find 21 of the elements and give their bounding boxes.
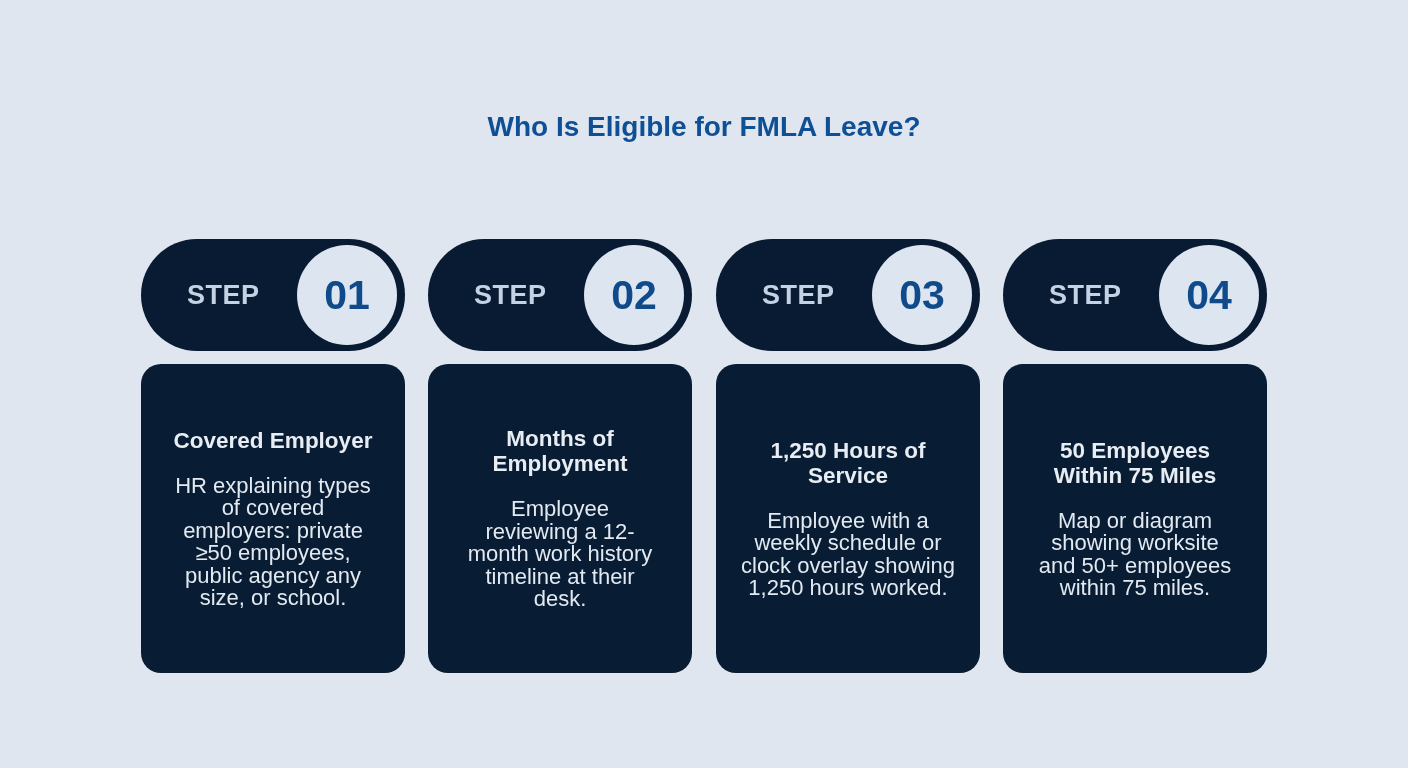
step-label: STEP xyxy=(187,279,260,312)
title: Who Is Eligible for FMLA Leave? xyxy=(487,110,921,144)
step-card xyxy=(141,364,405,673)
step-number: 03 xyxy=(872,245,972,345)
step-number: 04 xyxy=(1159,245,1259,345)
card-description: Employee reviewing a 12-month work history timeline at their desk. xyxy=(466,498,654,611)
step-label: STEP xyxy=(474,279,547,312)
step-label: STEP xyxy=(762,279,835,312)
step-card xyxy=(716,364,980,673)
card-heading: 50 Employees Within 75 Miles xyxy=(1052,437,1218,488)
card-heading: Covered Employer xyxy=(173,427,373,453)
card-description: Map or diagram showing worksite and 50+ employees within 75 miles. xyxy=(1037,509,1233,600)
step-label: STEP xyxy=(1049,279,1122,312)
card-heading: 1,250 Hours of Service xyxy=(769,437,927,488)
card-description: Employee with a weekly schedule or clock overlay showing 1,250 hours worked. xyxy=(740,509,956,600)
step-card xyxy=(1003,364,1267,673)
step-card xyxy=(428,364,692,673)
card-description: HR explaining types of covered employers: private ≥50 employees, public agency any size, or school. xyxy=(174,474,372,610)
step-number: 02 xyxy=(584,245,684,345)
step-number: 01 xyxy=(297,245,397,345)
card-heading: Months of Employment xyxy=(491,426,629,477)
